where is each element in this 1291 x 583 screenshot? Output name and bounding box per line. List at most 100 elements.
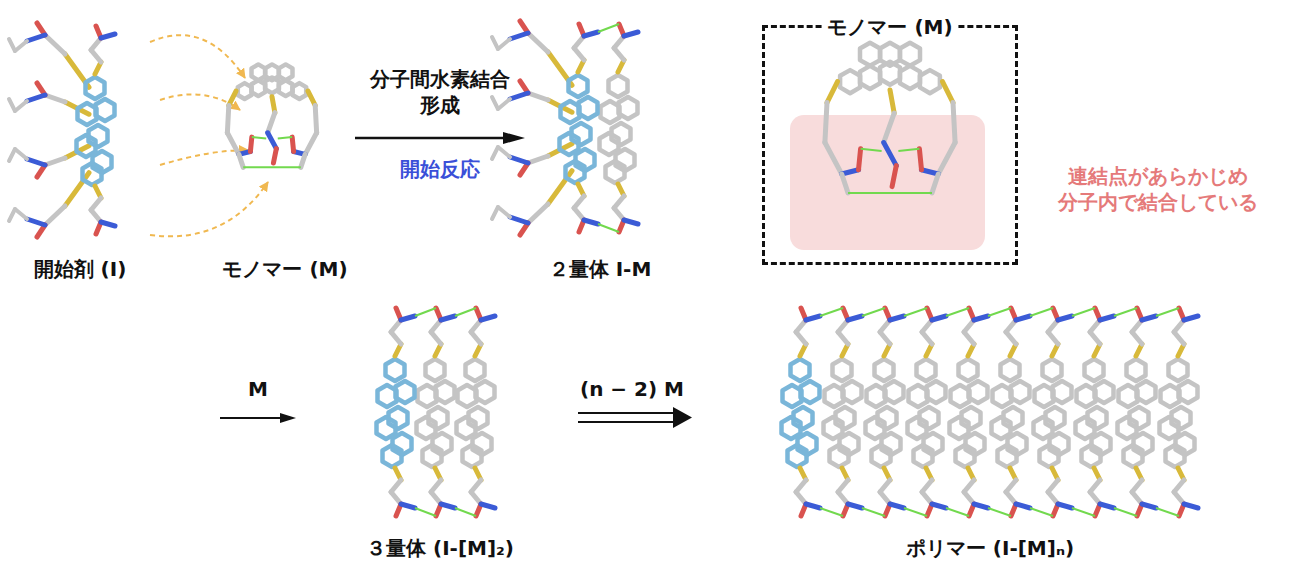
inset-box: モノマー (M) [762, 25, 1018, 265]
guide-arrow [150, 35, 245, 78]
bond [27, 35, 45, 41]
hydrogen-bond [862, 508, 885, 516]
bond [401, 316, 415, 320]
aromatic-ring [1169, 359, 1188, 381]
bond [492, 37, 498, 49]
bond [943, 82, 954, 103]
aromatic-ring [560, 133, 579, 155]
bond [101, 222, 115, 226]
hydrogen-bond [1030, 508, 1053, 516]
aromatic-ring [457, 417, 476, 439]
hydrogen-bond [598, 24, 619, 32]
bond [528, 33, 548, 52]
aromatic-ring [1077, 385, 1096, 407]
bond [842, 174, 848, 193]
aromatic-ring [833, 359, 852, 381]
bond [1100, 316, 1114, 320]
aromatic-ring [900, 43, 920, 66]
aromatic-ring [791, 359, 810, 381]
bond [9, 39, 15, 51]
aromatic-ring [875, 359, 894, 381]
bond [1184, 316, 1198, 320]
bond [848, 316, 862, 320]
arrow-head [280, 413, 296, 423]
aromatic-ring [609, 75, 628, 97]
bond [884, 113, 895, 142]
hydrogen-bond [820, 508, 843, 516]
aromatic-ring [600, 133, 619, 155]
hydrogen-bond [1072, 508, 1095, 516]
aromatic-ring [1034, 417, 1053, 439]
aromatic-ring [782, 417, 801, 439]
bond [624, 32, 638, 36]
aromatic-ring [830, 445, 849, 467]
bond [932, 316, 946, 320]
bond [15, 41, 27, 51]
aromatic-ring [867, 385, 886, 407]
arrow-label: M [248, 376, 268, 402]
bond [922, 170, 939, 174]
bond [273, 149, 276, 163]
aromatic-ring [1127, 359, 1146, 381]
aromatic-ring [1076, 417, 1095, 439]
bond [301, 154, 305, 167]
bond [492, 207, 498, 219]
aromatic-ring [601, 101, 620, 123]
bond [498, 147, 510, 157]
bond [890, 90, 894, 113]
aromatic-ring [959, 359, 978, 381]
hydrogen-bond [898, 149, 919, 151]
bond [953, 103, 955, 143]
aromatic-ring [1161, 385, 1180, 407]
bond [827, 82, 838, 103]
aromatic-ring [386, 359, 405, 381]
bond [806, 504, 820, 508]
bond [441, 316, 455, 320]
bond [45, 95, 65, 102]
arrow-label: 開始反応 [400, 156, 480, 182]
bond [1058, 504, 1072, 508]
aromatic-ring [569, 75, 588, 97]
bond [938, 143, 955, 175]
aromatic-ring [1082, 445, 1101, 467]
aromatic-ring [566, 161, 585, 183]
aromatic-ring [1085, 359, 1104, 381]
hydrogen-bond [1156, 508, 1179, 516]
aromatic-ring [920, 70, 940, 93]
aromatic-ring [872, 445, 891, 467]
hydrogen-bond [415, 508, 436, 516]
aromatic-ring [561, 101, 580, 123]
bond [481, 504, 495, 508]
aromatic-ring [950, 417, 969, 439]
aromatic-ring [783, 385, 802, 407]
aromatic-ring [458, 385, 477, 407]
aromatic-ring [860, 66, 880, 89]
bond [45, 158, 65, 165]
hydrogen-bond [598, 224, 619, 232]
bond [919, 149, 921, 170]
bond [45, 35, 65, 54]
bond [825, 103, 827, 143]
bond [15, 101, 27, 111]
aromatic-ring [279, 64, 293, 80]
bond [1184, 504, 1198, 508]
bond [842, 170, 859, 174]
arrow-label: (n − 2) M [580, 376, 684, 402]
bond [315, 105, 316, 132]
hydrogen-bond [904, 308, 927, 316]
aromatic-ring [377, 417, 396, 439]
aromatic-ring [77, 135, 96, 157]
bond [492, 147, 498, 159]
bond [498, 39, 510, 49]
hydrogen-bond [988, 308, 1011, 316]
aromatic-ring [1124, 445, 1143, 467]
bond [890, 504, 904, 508]
hydrogen-bond [252, 137, 266, 138]
aromatic-ring [426, 359, 445, 381]
aromatic-ring [466, 359, 485, 381]
molecule-label: モノマー (M) [222, 256, 347, 282]
bond [227, 133, 239, 155]
aromatic-ring [1160, 417, 1179, 439]
hydrogen-bond [946, 508, 969, 516]
aromatic-ring [1035, 385, 1054, 407]
